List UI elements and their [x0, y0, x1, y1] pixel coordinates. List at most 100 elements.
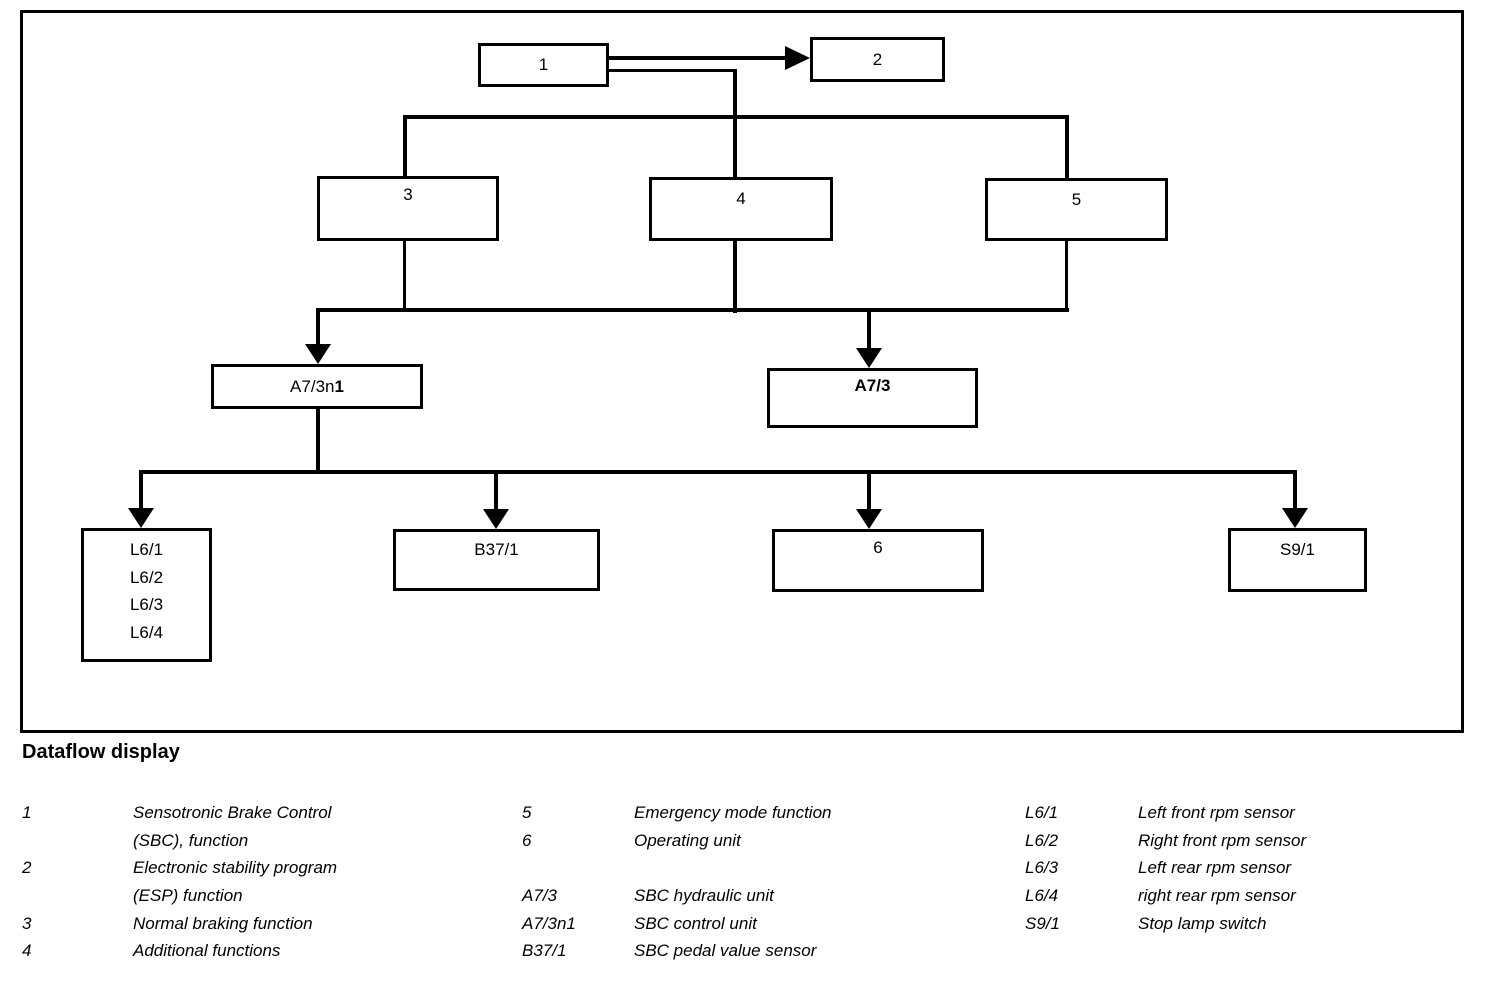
connector-bus2-to-a7-3n1: [316, 308, 320, 346]
legend-key: 3: [22, 913, 32, 933]
node-2-label: 2: [872, 49, 883, 69]
node-6-label: 6: [873, 538, 883, 557]
legend-key: L6/2: [1025, 830, 1059, 850]
connector-a7-3n1-to-bus3: [316, 409, 320, 474]
node-2: 2: [810, 37, 945, 82]
legend-text: Left rear rpm sensor: [1138, 858, 1292, 878]
node-s9-1: S9/1: [1228, 528, 1367, 592]
bus-line-top: [403, 115, 1069, 119]
legend-key: L6/1: [1025, 803, 1059, 822]
arrowhead-into-node-2-icon: [785, 46, 810, 70]
legend-row: [1025, 937, 1306, 965]
legend-text: Operating unit: [634, 830, 741, 850]
legend-row: 3 Normal braking function: [22, 910, 337, 938]
node-l6-group-labels: L6/1 L6/2 L6/3 L6/4: [130, 531, 163, 659]
legend-key: B37/1: [522, 941, 567, 961]
node-s9-1-label: S9/1: [1280, 540, 1315, 559]
legend-row: L6/1 Left front rpm sensor: [1025, 799, 1306, 827]
legend-key: 2: [22, 858, 32, 878]
connector-3-to-bus2: [403, 241, 406, 310]
node-3-label: 3: [403, 185, 413, 204]
bus-line-bottom: [139, 470, 1297, 474]
legend-row: [522, 854, 832, 882]
legend-text: right rear rpm sensor: [1138, 886, 1296, 906]
bus-line-middle: [316, 308, 1069, 312]
legend-key: S9/1: [1025, 913, 1060, 933]
node-b37-1: B37/1: [393, 529, 600, 591]
legend-row: A7/3n1 SBC control unit: [522, 910, 832, 938]
connector-bus-to-5: [1065, 115, 1069, 178]
legend-row: A7/3 SBC hydraulic unit: [522, 882, 832, 910]
legend-row: L6/2 Right front rpm sensor: [1025, 827, 1306, 855]
legend-row: 2 Electronic stability program: [22, 854, 337, 882]
legend-text: Stop lamp switch: [1138, 913, 1267, 933]
connector-bus2-to-a7-3: [867, 308, 871, 348]
node-6: 6: [772, 529, 984, 592]
legend-row: 5 Emergency mode function: [522, 799, 832, 827]
arrowhead-into-l6-icon: [128, 508, 154, 528]
legend-text: SBC control unit: [634, 913, 757, 933]
legend-key: [22, 827, 133, 855]
connector-bus-to-3: [403, 115, 407, 176]
connector-5-to-bus2: [1065, 241, 1068, 310]
node-l6-3-label: L6/3: [129, 595, 164, 615]
node-5: 5: [985, 178, 1168, 241]
legend-key: L6/4: [1025, 886, 1059, 906]
legend-row: (SBC), function: [22, 827, 337, 855]
node-a7-3-label: A7/3: [854, 376, 891, 395]
node-a7-3n1-label-suffix: 1: [334, 376, 344, 396]
arrowhead-into-b37-1-icon: [483, 509, 509, 529]
legend-key: 6: [522, 830, 532, 850]
legend-row: L6/4 right rear rpm sensor: [1025, 882, 1306, 910]
connector-bus3-to-s9-1: [1293, 470, 1297, 508]
legend-key: [22, 882, 133, 910]
legend-row: 6 Operating unit: [522, 827, 832, 855]
legend-key: A7/3: [522, 886, 557, 906]
diagram-caption: Dataflow display: [22, 741, 180, 763]
connector-bus3-to-l6: [139, 470, 143, 508]
connector-bus3-to-6: [867, 470, 871, 509]
legend-text: SBC pedal value sensor: [634, 941, 817, 961]
legend-key: 1: [22, 803, 32, 822]
legend-column-3: L6/1 Left front rpm sensor L6/2 Right fr…: [1025, 799, 1306, 965]
legend-text: (SBC), function: [133, 830, 249, 850]
node-5-label: 5: [1071, 190, 1082, 209]
connector-1-to-4-vertical: [733, 69, 737, 177]
legend-text: Right front rpm sensor: [1138, 830, 1307, 850]
node-l6-2-label: L6/2: [129, 567, 164, 587]
node-1: 1: [478, 43, 609, 87]
legend-row: S9/1 Stop lamp switch: [1025, 910, 1306, 938]
legend-column-1: 1 Sensotronic Brake Control (SBC), funct…: [22, 799, 337, 965]
legend-text: SBC hydraulic unit: [634, 886, 774, 906]
arrowhead-into-s9-1-icon: [1282, 508, 1308, 528]
node-3: 3: [317, 176, 499, 241]
legend-row: B37/1 SBC pedal value sensor: [522, 937, 832, 965]
legend-text: Emergency mode function: [634, 803, 832, 822]
node-4: 4: [649, 177, 833, 241]
node-1-label: 1: [538, 55, 549, 74]
node-4-label: 4: [736, 189, 746, 208]
arrowhead-into-a7-3n1-icon: [305, 344, 331, 364]
legend-text: (ESP) function: [133, 886, 243, 906]
legend-key: L6/3: [1025, 858, 1059, 878]
node-l6-group: L6/1 L6/2 L6/3 L6/4: [81, 528, 212, 662]
connector-bus3-to-b37-1: [494, 470, 498, 509]
legend-text: Normal braking function: [133, 913, 313, 933]
node-l6-1-label: L6/1: [129, 540, 164, 559]
node-b37-1-label: B37/1: [474, 540, 519, 559]
connector-1-to-2-line: [609, 56, 785, 60]
legend-row: L6/3 Left rear rpm sensor: [1025, 854, 1306, 882]
connector-1-down-horizontal: [609, 69, 737, 72]
legend-text: Sensotronic Brake Control: [133, 803, 332, 822]
legend-key: 4: [22, 941, 32, 961]
legend-text: Left front rpm sensor: [1138, 803, 1295, 822]
arrowhead-into-a7-3-icon: [856, 348, 882, 368]
legend-text: Additional functions: [133, 941, 281, 961]
legend-row: (ESP) function: [22, 882, 337, 910]
legend-key: [1025, 937, 1138, 965]
legend-row: 4 Additional functions: [22, 937, 337, 965]
legend-text: Electronic stability program: [133, 858, 338, 878]
connector-4-to-bus2: [733, 241, 737, 313]
